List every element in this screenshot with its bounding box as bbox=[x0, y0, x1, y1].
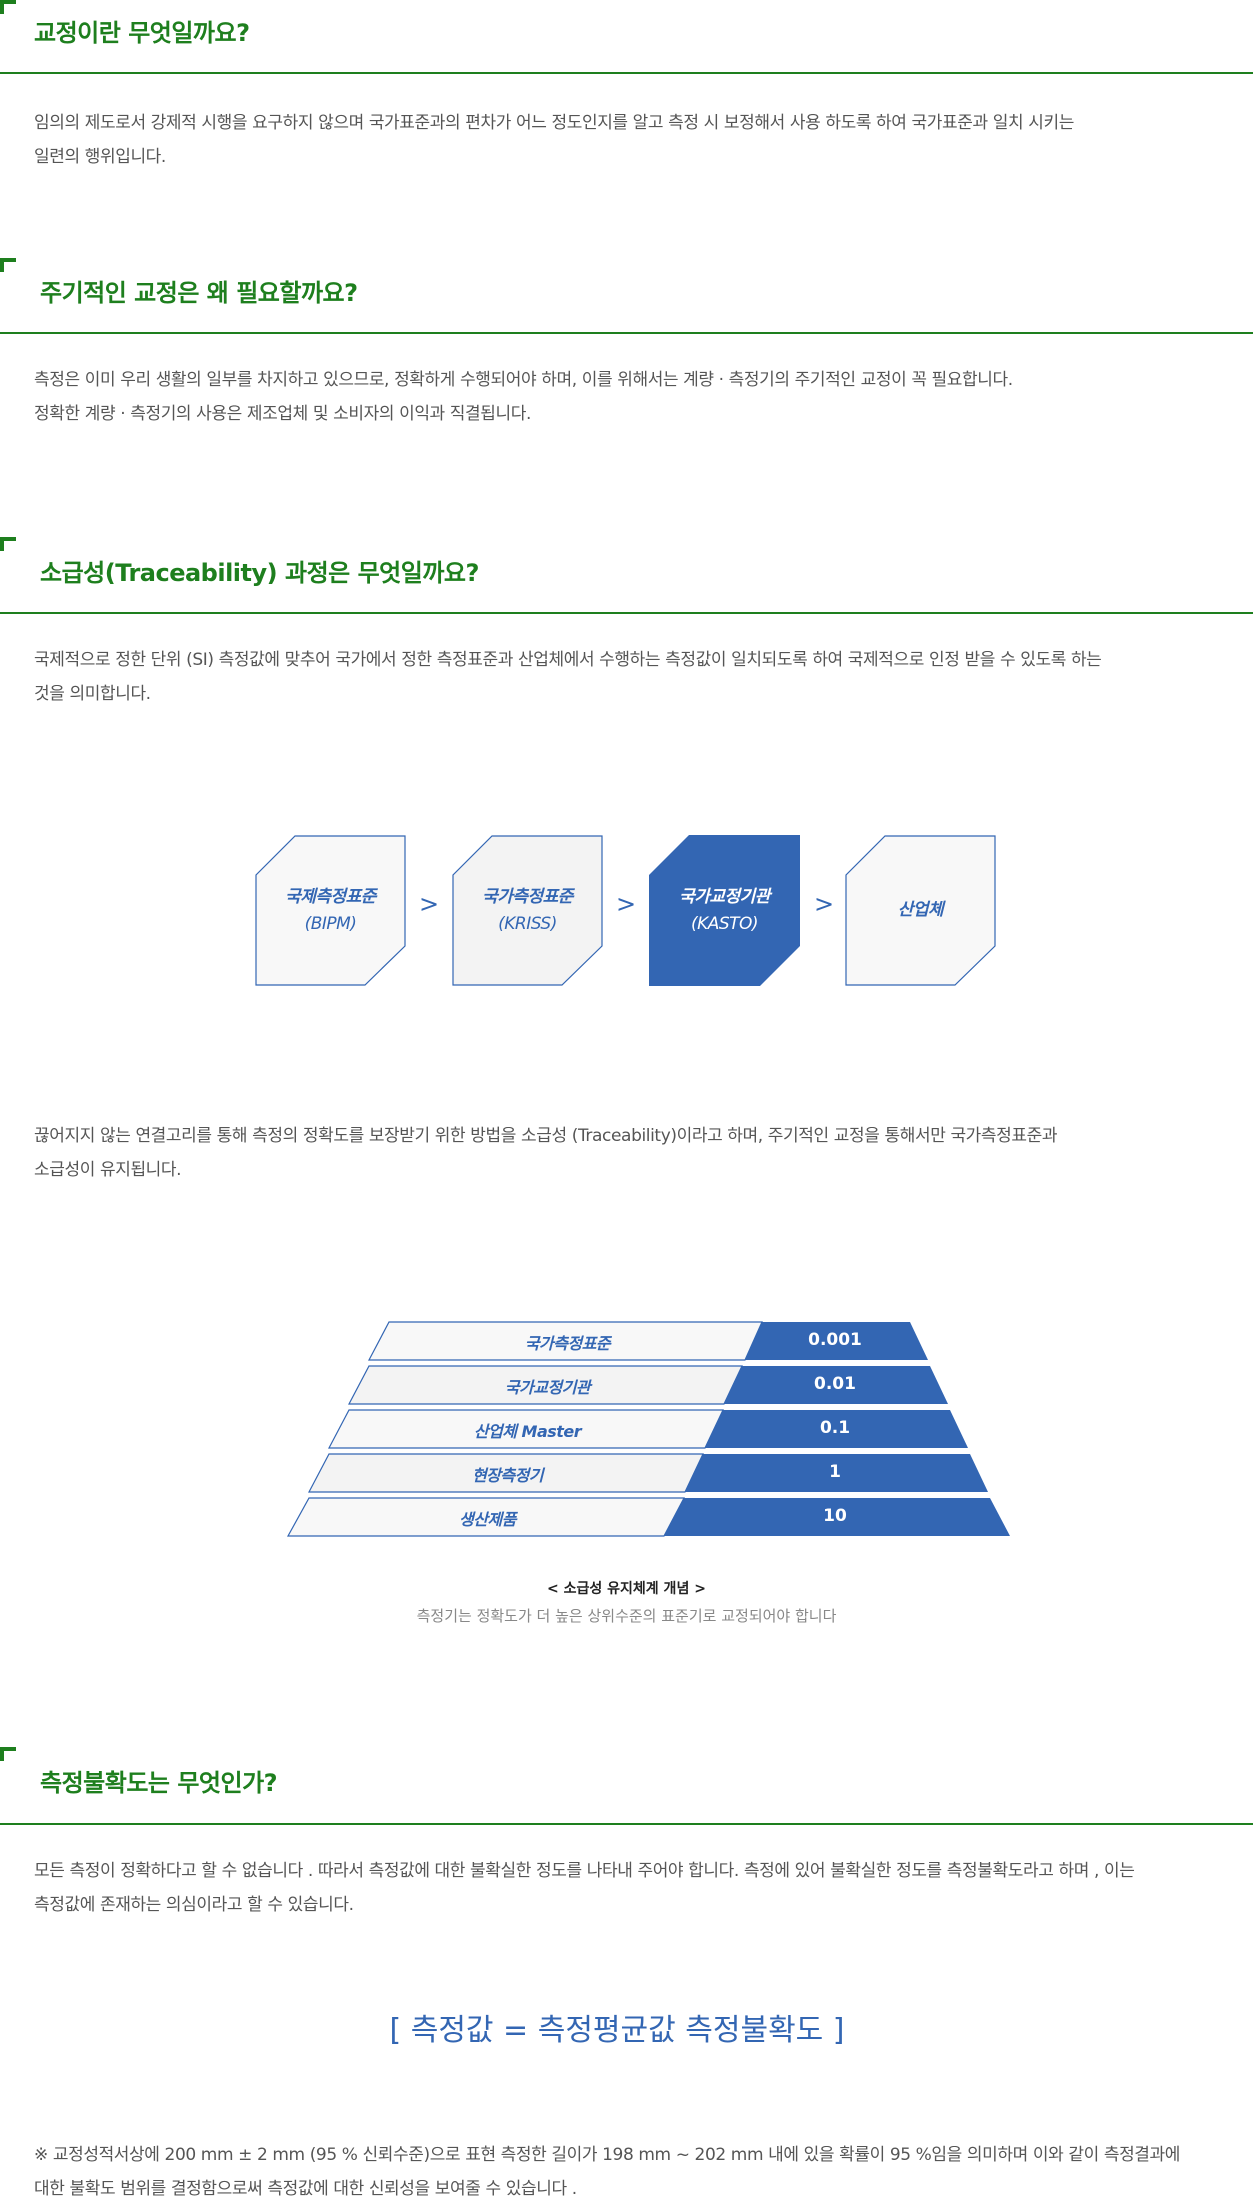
section-divider bbox=[0, 612, 1253, 614]
flow-box-label: 국가교정기관 (KASTO) bbox=[649, 835, 800, 986]
heading-part-a: 소급성(Traceability) bbox=[40, 559, 285, 587]
flow-box-sub: (KASTO) bbox=[690, 913, 759, 934]
body-line: 끊어지지 않는 연결고리를 통해 측정의 정확도를 보장받기 위한 방법을 소급… bbox=[34, 1126, 1058, 1146]
body-line: 국제적으로 정한 단위 (SI) 측정값에 맞추어 국가에서 정한 측정표준과 … bbox=[34, 650, 1102, 670]
pyramid-value: 10 bbox=[823, 1506, 847, 1526]
flow-box-name: 국가측정표준 bbox=[482, 886, 573, 907]
heading-part-a: 주기적인 교정은 bbox=[40, 279, 207, 307]
pyramid-label: 생산제품 bbox=[459, 1510, 516, 1529]
flow-box-name: 산업체 bbox=[897, 900, 944, 920]
section-divider bbox=[0, 72, 1253, 74]
uncertainty-note: ※ 교정성적서상에 200 mm ± 2 mm (95 % 신뢰수준)으로 표현… bbox=[34, 2138, 1214, 2198]
pyramid-value: 1 bbox=[829, 1462, 841, 1482]
flow-box-sub: (BIPM) bbox=[304, 913, 357, 934]
traceability-explanation: 끊어지지 않는 연결고리를 통해 측정의 정확도를 보장받기 위한 방법을 소급… bbox=[34, 1119, 1214, 1187]
body-line: 모든 측정이 정확하다고 할 수 없습니다 . 따라서 측정값에 대한 불확실한… bbox=[34, 1861, 1135, 1881]
uncertainty-formula: [ 측정값 = 측정평균값 측정불확도 ] bbox=[389, 2013, 845, 2048]
pyramid-caption-title: < 소급성 유지체계 개념 > bbox=[547, 1581, 706, 1597]
heading-corner-mark bbox=[0, 0, 16, 14]
flow-box-name: 국제측정표준 bbox=[285, 886, 376, 907]
flow-box-kriss: 국가측정표준 (KRISS) bbox=[452, 835, 603, 986]
heading-corner-mark bbox=[0, 537, 16, 551]
section-body-calibration: 임의의 제도로서 강제적 시행을 요구하지 않으며 국가표준과의 편차가 어느 … bbox=[34, 106, 1214, 174]
heading-part-b: 과정은 무엇일까요? bbox=[284, 559, 479, 587]
pyramid-label: 국가측정표준 bbox=[524, 1334, 611, 1353]
section-divider bbox=[0, 332, 1253, 334]
body-line: 측정은 이미 우리 생활의 일부를 차지하고 있으므로, 정확하게 수행되어야 … bbox=[34, 370, 1013, 390]
section-body-periodic: 측정은 이미 우리 생활의 일부를 차지하고 있으므로, 정확하게 수행되어야 … bbox=[34, 363, 1214, 431]
flow-box-label: 국제측정표준 (BIPM) bbox=[255, 835, 406, 986]
pyramid-label: 산업체 Master bbox=[473, 1422, 582, 1441]
pyramid-label: 국가교정기관 bbox=[504, 1378, 591, 1397]
flow-box-industry: 산업체 bbox=[845, 835, 996, 986]
flow-box-label: 국가측정표준 (KRISS) bbox=[452, 835, 603, 986]
body-line: 소급성이 유지됩니다. bbox=[34, 1160, 182, 1180]
flow-arrow: > bbox=[616, 890, 637, 918]
body-line: 정확한 계량 · 측정기의 사용은 제조업체 및 소비자의 이익과 직결됩니다. bbox=[34, 404, 532, 424]
section-heading-periodic: 주기적인 교정은 왜 필요할까요? bbox=[40, 273, 358, 308]
pyramid-value: 0.01 bbox=[814, 1374, 856, 1394]
body-line: 측정값에 존재하는 의심이라고 할 수 있습니다. bbox=[34, 1895, 354, 1915]
section-divider bbox=[0, 1823, 1253, 1825]
flow-box-shape bbox=[845, 835, 996, 986]
flow-box-kasto: 국가교정기관 (KASTO) bbox=[649, 835, 800, 986]
heading-part-a: 교정이란 bbox=[34, 19, 129, 47]
flow-box-shape bbox=[255, 835, 406, 986]
flow-arrow: > bbox=[814, 890, 835, 918]
pyramid-graphic bbox=[286, 1321, 1010, 1537]
body-line: ※ 교정성적서상에 200 mm ± 2 mm (95 % 신뢰수준)으로 표현… bbox=[34, 2145, 1181, 2165]
body-line: 임의의 제도로서 강제적 시행을 요구하지 않으며 국가표준과의 편차가 어느 … bbox=[34, 113, 1074, 133]
heading-part-b: 무엇인가? bbox=[177, 1769, 278, 1797]
heading-corner-mark bbox=[0, 258, 16, 272]
body-line: 대한 불확도 범위를 결정함으로써 측정값에 대한 신뢰성을 보여줄 수 있습니… bbox=[34, 2179, 577, 2198]
flow-box-shape bbox=[649, 835, 800, 986]
pyramid-caption-subtitle: 측정기는 정확도가 더 높은 상위수준의 표준기로 교정되어야 합니다 bbox=[416, 1607, 837, 1625]
section-heading-calibration: 교정이란 무엇일까요? bbox=[34, 13, 250, 48]
flow-box-name: 국가교정기관 bbox=[679, 886, 770, 907]
section-body-traceability: 국제적으로 정한 단위 (SI) 측정값에 맞추어 국가에서 정한 측정표준과 … bbox=[34, 643, 1214, 711]
flow-box-sub: (KRISS) bbox=[498, 913, 557, 934]
section-heading-uncertainty: 측정불확도는 무엇인가? bbox=[40, 1763, 278, 1798]
heading-corner-mark bbox=[0, 1747, 16, 1761]
flow-arrow: > bbox=[419, 890, 440, 918]
heading-part-b: 왜 필요할까요? bbox=[206, 279, 358, 307]
body-line: 일련의 행위입니다. bbox=[34, 147, 166, 167]
heading-part-b: 무엇일까요? bbox=[128, 19, 250, 47]
pyramid-label: 현장측정기 bbox=[471, 1466, 544, 1485]
body-line: 것을 의미합니다. bbox=[34, 684, 151, 704]
flow-box-label: 산업체 bbox=[845, 835, 996, 986]
flow-box-bipm: 국제측정표준 (BIPM) bbox=[255, 835, 406, 986]
pyramid-value: 0.1 bbox=[819, 1418, 851, 1438]
section-body-uncertainty: 모든 측정이 정확하다고 할 수 없습니다 . 따라서 측정값에 대한 불확실한… bbox=[34, 1854, 1214, 1922]
heading-part-a: 측정불확도는 bbox=[40, 1769, 178, 1797]
flow-box-shape bbox=[452, 835, 603, 986]
section-heading-traceability: 소급성(Traceability) 과정은 무엇일까요? bbox=[40, 553, 479, 588]
pyramid-value: 0.001 bbox=[808, 1330, 862, 1350]
